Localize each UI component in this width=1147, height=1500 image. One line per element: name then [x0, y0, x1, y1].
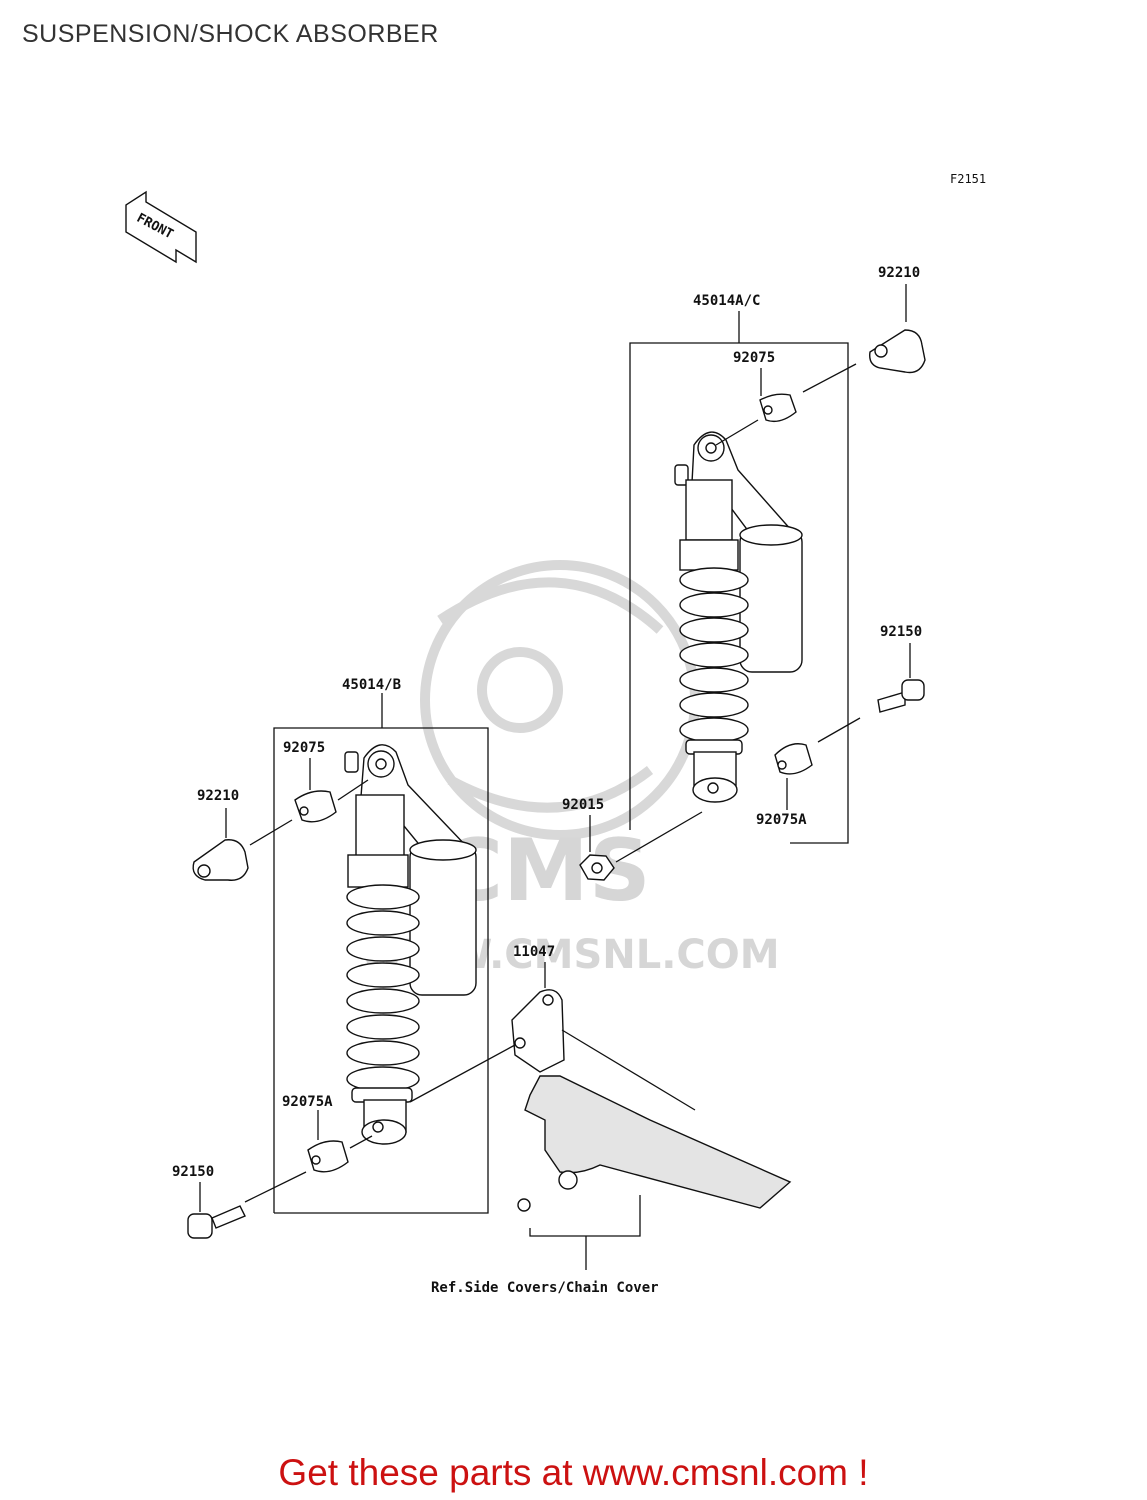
get-parts-link[interactable]: Get these parts at www.cmsnl.com ! — [278, 1452, 869, 1493]
shock-left-bracket — [273, 693, 489, 1214]
label-92075-right: 92075 — [733, 350, 775, 366]
reference-note: Ref.Side Covers/Chain Cover — [431, 1280, 659, 1296]
label-92075-left: 92075 — [283, 740, 325, 756]
bolt-92150-right — [877, 643, 925, 713]
bushing-92075-left — [294, 758, 369, 823]
front-direction-marker: FRONT — [125, 190, 197, 264]
bushing-92075-right — [715, 363, 857, 446]
bracket-11047 — [409, 962, 696, 1111]
collar-92210-right — [869, 284, 926, 374]
bolt-92150-left — [187, 1171, 307, 1239]
shock-left-spring — [346, 884, 420, 1092]
collar-92210-left — [192, 808, 293, 881]
label-92075a-left: 92075A — [282, 1094, 333, 1110]
label-92015: 92015 — [562, 797, 604, 813]
label-92210-right: 92210 — [878, 265, 920, 281]
label-92150-right: 92150 — [880, 624, 922, 640]
label-92075a-right: 92075A — [756, 812, 807, 828]
label-92150-left: 92150 — [172, 1164, 214, 1180]
shock-absorber-right — [674, 431, 803, 803]
bushing-92075a-right — [774, 717, 861, 810]
page-title: SUSPENSION/SHOCK ABSORBER — [22, 20, 439, 48]
label-45014-b: 45014/B — [342, 677, 401, 693]
label-45014a-c: 45014A/C — [693, 293, 760, 309]
shock-right-spring — [679, 567, 749, 743]
label-92210-left: 92210 — [197, 788, 239, 804]
nut-92015 — [579, 811, 703, 881]
bushing-92075a-left — [307, 1110, 373, 1173]
figure-code: F2151 — [950, 172, 987, 186]
label-11047: 11047 — [513, 944, 555, 960]
side-chain-cover-reference — [517, 1075, 792, 1270]
shock-right-bracket — [629, 311, 849, 844]
shock-absorber-left — [344, 744, 477, 1145]
